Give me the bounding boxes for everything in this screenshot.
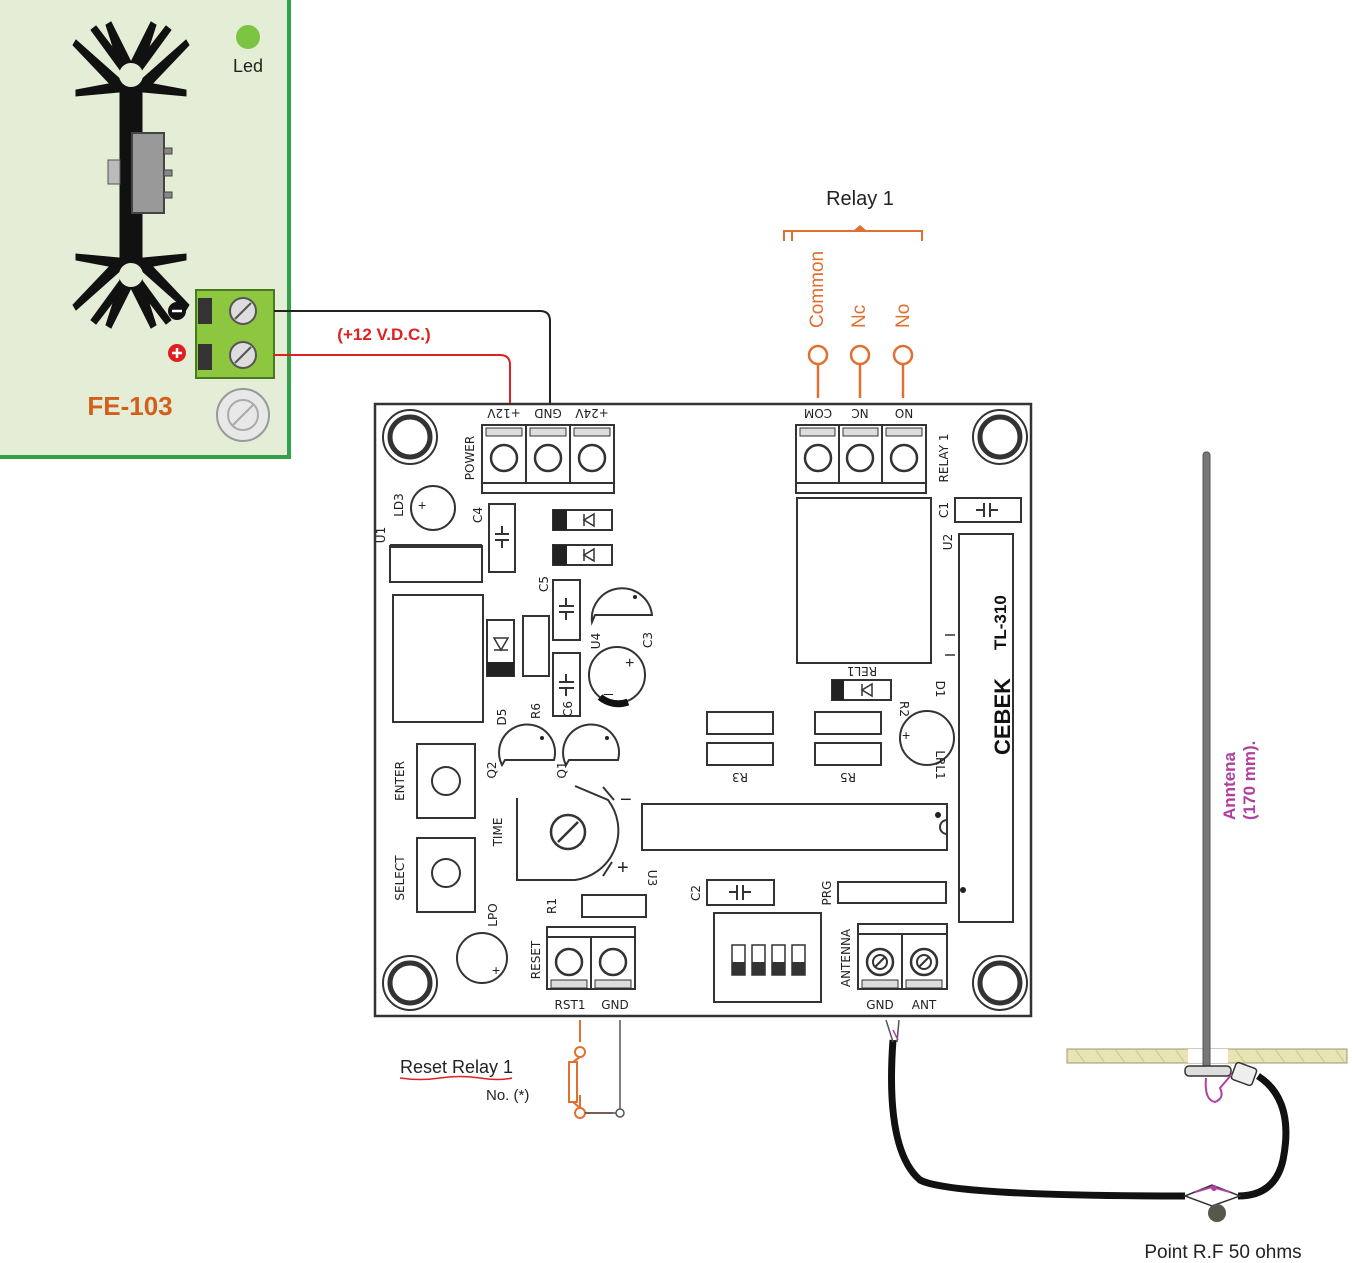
power-block-label: POWER <box>463 436 477 480</box>
comp-ld3: LD3 <box>392 493 406 517</box>
comp-prg: PRG <box>820 881 834 906</box>
svg-text:+: + <box>902 727 910 743</box>
comp-q1: Q1 <box>555 761 569 778</box>
comp-c3: C3 <box>641 632 655 648</box>
rf-point-label: Point R.F 50 ohms <box>1144 1242 1301 1263</box>
power-pin-12v: +12V <box>486 406 520 420</box>
comp-lpo: LPO <box>486 903 500 926</box>
comp-d1: D1 <box>933 681 947 698</box>
relay-terminal-no: No <box>893 304 914 328</box>
dip-switch-block[interactable] <box>713 912 822 1003</box>
comp-u2: U2 <box>941 534 955 550</box>
power-wires <box>274 310 551 404</box>
svg-text:+: + <box>625 655 634 672</box>
power-supply-fe103: Led FE-103 <box>0 0 291 459</box>
antenna-terminal-block <box>857 923 948 990</box>
antenna-connector <box>1184 1061 1258 1087</box>
reset-pin-rst1: RST1 <box>555 998 586 1012</box>
relay-pin-no: NO <box>895 406 913 420</box>
coax-cable <box>888 1039 1290 1200</box>
led-indicator-icon <box>236 25 260 49</box>
comp-lrl1: LRL1 <box>933 750 947 779</box>
svg-text:+: + <box>492 962 500 978</box>
comp-r5: R5 <box>840 770 856 784</box>
comp-c4: C4 <box>471 507 485 523</box>
relay-group: Relay 1 Common Nc No <box>783 188 923 398</box>
relay-terminal-common: Common <box>807 251 828 328</box>
svg-text:_: _ <box>603 679 614 696</box>
antenna-pin-ant: ANT <box>912 998 937 1012</box>
psu-model-label: FE-103 <box>87 391 172 421</box>
time-potentiometer[interactable]: − + <box>516 785 632 881</box>
antenna-pin-gnd: GND <box>866 998 894 1012</box>
relay-pin-nc: NC <box>851 406 868 420</box>
comp-c5: C5 <box>537 576 551 592</box>
power-pin-gnd: GND <box>534 406 562 420</box>
svg-text:+: + <box>617 857 629 879</box>
relay-pin-com: COM <box>804 406 832 420</box>
power-wire-label: (+12 V.D.C.) <box>337 325 430 344</box>
diode-pair <box>552 509 613 566</box>
select-label: SELECT <box>393 855 407 901</box>
board-model: TL-310 <box>991 595 1010 650</box>
antenna-rod <box>1202 451 1211 1069</box>
reset-terminal-block <box>546 926 636 990</box>
comp-q2: Q2 <box>485 761 499 778</box>
enter-button[interactable] <box>416 743 476 819</box>
main-board: +12V GND +24V POWER COM NC NO RELAY 1 RE… <box>373 402 1033 1018</box>
board-brand: CEBEK <box>990 678 1015 755</box>
reset-switch-sublabel: No. (*) <box>486 1087 529 1104</box>
comp-rel1: REL1 <box>847 664 877 678</box>
board-mounting-holes <box>382 409 1028 1011</box>
reset-switch-label: Reset Relay 1 <box>400 1057 513 1077</box>
u2-module <box>958 533 1014 923</box>
reset-label-underline <box>399 1075 513 1081</box>
reset-switch <box>568 1020 625 1119</box>
comp-r2: R2 <box>897 701 911 717</box>
antenna-block-label: ANTENNA <box>839 928 853 987</box>
relay-terminal-nc: Nc <box>849 305 870 328</box>
comp-c2: C2 <box>689 885 703 901</box>
comp-u1: U1 <box>374 527 388 543</box>
antenna-label-line2: (170 mm). <box>1240 741 1259 820</box>
psu-terminal-block <box>195 289 275 379</box>
relay-block-label: RELAY 1 <box>937 434 951 483</box>
relay-title: Relay 1 <box>826 188 894 210</box>
comp-c1: C1 <box>937 502 951 518</box>
comp-u4: U4 <box>589 633 603 649</box>
enter-label: ENTER <box>393 761 407 801</box>
regulator-icon <box>107 132 173 214</box>
comp-c6: C6 <box>561 701 575 717</box>
comp-r6: R6 <box>529 703 543 719</box>
reset-block-label: RESET <box>529 940 543 979</box>
svg-text:+: + <box>418 497 426 513</box>
relay-terminal-block <box>795 424 927 494</box>
select-button[interactable] <box>416 837 476 913</box>
comp-u3: U3 <box>645 870 659 886</box>
reset-pin-gnd: GND <box>601 998 629 1012</box>
comp-r3: R3 <box>732 770 748 784</box>
relay-body <box>796 497 932 664</box>
led-label: Led <box>233 56 263 76</box>
antenna-label-line1: Anntena <box>1220 751 1239 820</box>
time-label: TIME <box>491 818 505 848</box>
power-pin-24v: +24V <box>574 406 608 420</box>
rf-point <box>1182 1184 1243 1222</box>
svg-text:−: − <box>620 789 632 811</box>
psu-mounting-hole-icon <box>216 388 270 442</box>
antenna-magenta-wire <box>1204 1073 1233 1104</box>
comp-r1: R1 <box>545 898 559 914</box>
power-terminal-block <box>481 424 615 494</box>
comp-d5: D5 <box>495 709 509 726</box>
